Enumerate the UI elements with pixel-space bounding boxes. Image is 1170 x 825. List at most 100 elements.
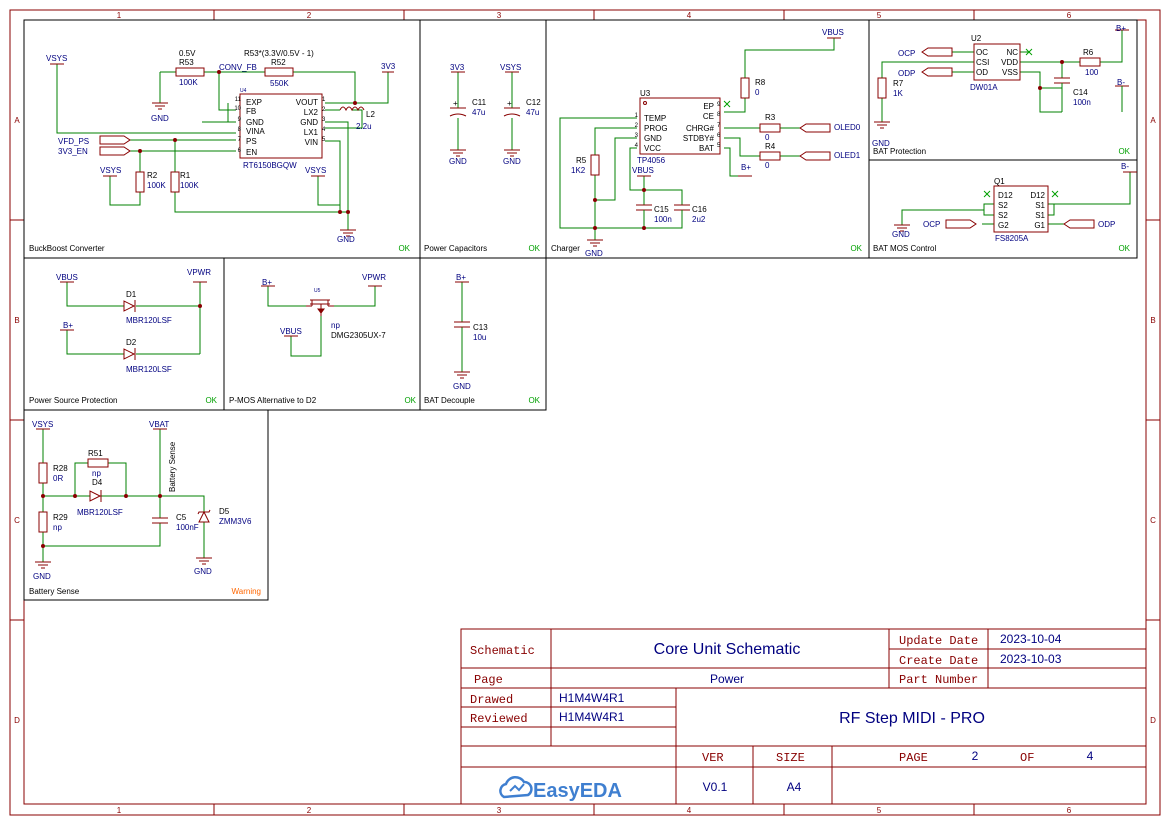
resistor-r7[interactable] [877,77,887,99]
svg-text:7: 7 [238,137,242,143]
svg-text:B-: B- [1121,162,1129,171]
svg-text:GND: GND [246,118,264,127]
resistor-r6[interactable] [1079,57,1101,67]
schematic-title: Core Unit Schematic [654,641,801,658]
ic-body[interactable] [993,185,1049,233]
resistor-r29[interactable] [38,511,48,533]
svg-text:FB: FB [246,107,256,116]
frame-labels: 1 2 3 4 5 6 1 2 3 4 5 6 A B C D A B C D [14,11,1156,815]
port-vfd-ps[interactable] [99,135,131,145]
svg-text:3V3: 3V3 [450,63,465,72]
svg-text:47u: 47u [472,108,485,117]
block-name: Charger [551,244,580,253]
svg-text:8: 8 [717,112,721,118]
capacitor-c11[interactable] [449,107,467,117]
port-odp[interactable] [1063,219,1095,229]
svg-text:VINA: VINA [246,127,265,136]
label-update-date: Update Date [899,634,978,648]
ref-designator: U4 [240,88,247,94]
svg-text:S1: S1 [1035,201,1045,210]
col-label: 3 [497,11,502,20]
reviewed-value: H1M4W4R1 [559,710,625,724]
net-label: VSYS [100,166,121,175]
svg-text:GND: GND [644,134,662,143]
svg-text:U2: U2 [971,34,982,43]
svg-text:DMG2305UX-7: DMG2305UX-7 [331,331,386,340]
svg-text:11: 11 [235,97,242,103]
port-oled1[interactable] [799,151,831,161]
resistor-r3[interactable] [759,123,781,133]
label-drawed: Drawed [470,693,513,707]
svg-text:2: 2 [322,107,326,113]
diode-d4[interactable] [89,490,102,502]
port-3v3-en[interactable] [99,146,131,156]
svg-text:BAT: BAT [699,144,714,153]
resistor-r5[interactable] [590,154,600,176]
svg-text:2.2u: 2.2u [356,122,372,131]
block-name: BAT Decouple [424,396,475,405]
svg-text:EN: EN [246,148,257,157]
easyeda-logo: EasyEDA [499,775,622,802]
block-name: BAT MOS Control [873,244,937,253]
resistor-r53[interactable] [175,67,205,77]
net-label: VSYS [305,166,326,175]
svg-text:C14: C14 [1073,88,1088,97]
label-part-number: Part Number [899,673,978,687]
svg-text:0R: 0R [53,474,63,483]
col-label: 5 [877,806,882,815]
svg-text:GND: GND [503,157,521,166]
svg-text:VDD: VDD [1001,58,1018,67]
svg-text:EXP: EXP [246,98,262,107]
svg-text:B+: B+ [741,163,751,172]
col-label: 5 [877,11,882,20]
resistor-r52[interactable] [264,67,294,77]
resistor-r51[interactable] [87,458,109,468]
resistor-r2[interactable] [135,171,145,193]
capacitor-c13[interactable] [454,321,470,328]
svg-text:U3: U3 [640,89,651,98]
pmos-transistor[interactable] [306,299,334,316]
status-ok: OK [528,396,540,405]
diode-d2[interactable] [123,348,136,360]
zener-d5[interactable] [197,509,211,523]
svg-text:C15: C15 [654,205,669,214]
port-ocp[interactable] [921,47,953,57]
svg-text:D1: D1 [126,290,137,299]
svg-text:U5: U5 [314,288,321,294]
capacitor-c12[interactable] [503,107,521,117]
svg-text:DW01A: DW01A [970,83,998,92]
resistor-r8[interactable] [740,77,750,99]
svg-text:PS: PS [246,137,257,146]
drawed-value: H1M4W4R1 [559,691,625,705]
svg-text:STDBY#: STDBY# [683,134,715,143]
svg-text:CSI: CSI [976,58,989,67]
port-odp[interactable] [921,67,953,77]
svg-text:7: 7 [717,123,721,129]
diode-d1[interactable] [123,300,136,312]
svg-text:B+: B+ [456,273,466,282]
svg-text:R5: R5 [576,156,587,165]
inductor-l2[interactable] [339,106,365,112]
ic-pins-left: EXP FB GND VINA PS EN [246,98,265,157]
svg-text:B+: B+ [63,321,73,330]
row-label: C [14,516,20,525]
buckboost-block: U4 EXP FB GND VINA PS EN 11 10 9 8 7 6 V… [46,49,396,244]
ic-body[interactable] [639,97,721,155]
ic-pin-numbers: 11 10 9 8 7 6 [234,97,241,154]
ic-body[interactable] [239,93,323,159]
col-label: 2 [307,806,312,815]
port-ocp[interactable] [945,219,977,229]
svg-text:47u: 47u [526,108,539,117]
status-ok: OK [1118,244,1130,253]
resistor-r4[interactable] [759,151,781,161]
svg-text:VIN: VIN [305,138,319,147]
ic-body[interactable] [973,43,1021,81]
capacitor-c5[interactable] [152,517,168,524]
svg-text:100: 100 [1085,68,1099,77]
status-ok: OK [205,396,217,405]
svg-text:VBUS: VBUS [56,273,78,282]
resistor-r28[interactable] [38,462,48,484]
port-oled0[interactable] [799,123,831,133]
svg-text:np: np [92,469,101,478]
resistor-r1[interactable] [170,171,180,193]
